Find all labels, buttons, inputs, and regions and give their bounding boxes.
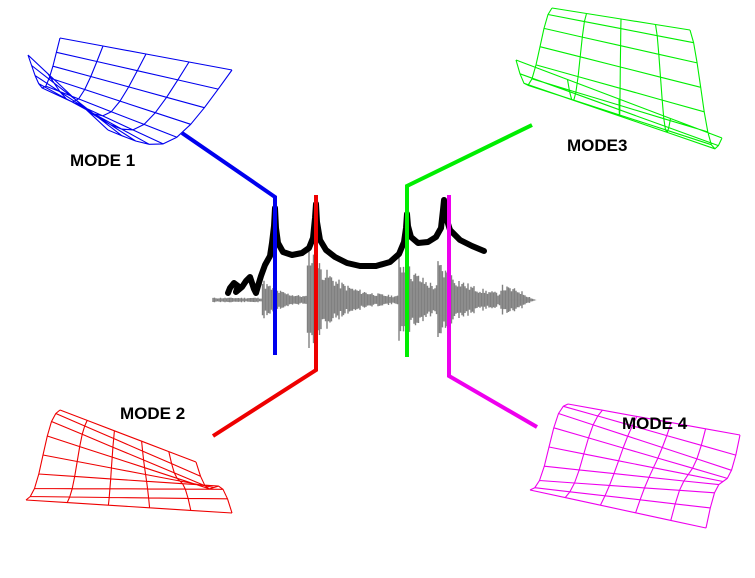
mode2-label: MODE 2 xyxy=(120,404,185,423)
mode2-connector-line xyxy=(211,195,318,438)
signal-trace xyxy=(212,249,537,348)
mesh2-wireframe xyxy=(25,409,233,514)
mode4-connector-line xyxy=(447,195,539,429)
mode4-shape-mesh xyxy=(529,403,741,529)
mode1-connector-line xyxy=(180,131,277,355)
mode3-connector-line xyxy=(405,123,533,357)
mesh4-wireframe xyxy=(529,403,741,529)
mode1-shape-mesh xyxy=(27,37,233,145)
mode3-label: MODE3 xyxy=(567,136,627,155)
mesh1-wireframe xyxy=(27,37,233,145)
time-signal-waveform xyxy=(212,249,537,348)
mode1-label: MODE 1 xyxy=(70,151,135,170)
mode2-shape-mesh xyxy=(25,409,233,514)
mode4-label: MODE 4 xyxy=(622,414,688,433)
mesh3-wireframe xyxy=(515,7,723,150)
mode3-shape-mesh xyxy=(515,7,723,150)
